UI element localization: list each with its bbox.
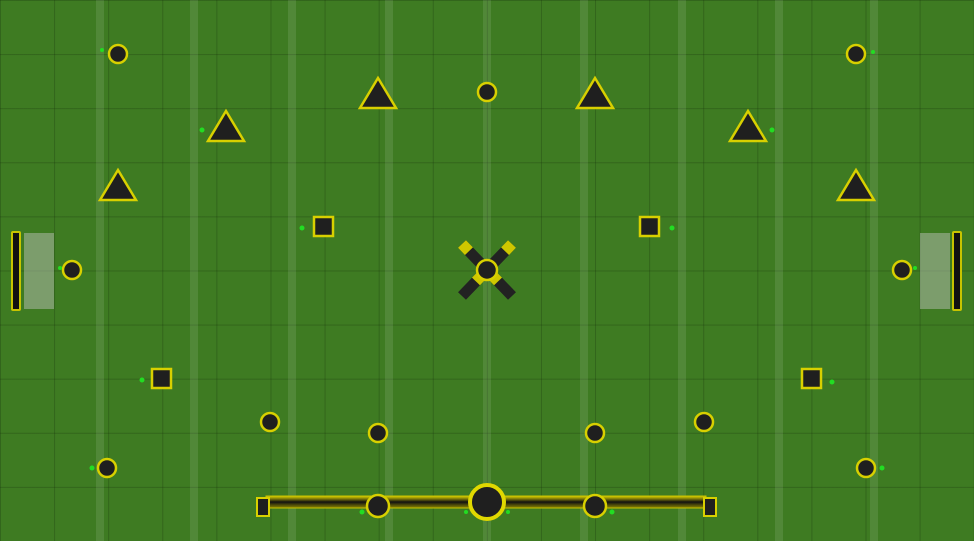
center-x-bunker[interactable] [458,240,516,300]
triangle-bunker[interactable] [357,75,399,110]
left-goal-zone [24,233,54,309]
triangle-bunker[interactable] [727,108,769,143]
square-bunker[interactable] [638,215,661,238]
round-bunker[interactable] [107,43,129,65]
square-bunker[interactable] [150,367,173,390]
triangle-bunker[interactable] [205,108,247,143]
field-stripe [870,0,878,541]
round-bunker[interactable] [476,81,498,103]
field-stripe [580,0,588,541]
round-bunker[interactable] [584,422,606,444]
field-stripe [678,0,686,541]
spawn-marker [58,48,917,515]
triangle-bunker[interactable] [574,75,616,110]
round-bunker[interactable] [845,43,867,65]
round-bunker[interactable] [259,411,281,433]
round-bunker[interactable] [693,411,715,433]
field-stripe [190,0,198,541]
round-bunker[interactable] [855,457,877,479]
left-goal-bar [11,231,21,311]
field-stripe [385,0,393,541]
round-bunker[interactable] [61,259,83,281]
round-bunker[interactable] [891,259,913,281]
right-goal-zone [920,233,950,309]
triangle-bunker[interactable] [835,167,877,202]
square-bunker[interactable] [312,215,335,238]
right-goal-bar [952,231,962,311]
round-bunker[interactable] [96,457,118,479]
snake-wall[interactable] [256,483,717,521]
triangle-bunker[interactable] [97,167,139,202]
square-bunker[interactable] [800,367,823,390]
round-bunker[interactable] [367,422,389,444]
field-stripe [96,0,104,541]
field-stripe [288,0,296,541]
field-stripe [775,0,783,541]
